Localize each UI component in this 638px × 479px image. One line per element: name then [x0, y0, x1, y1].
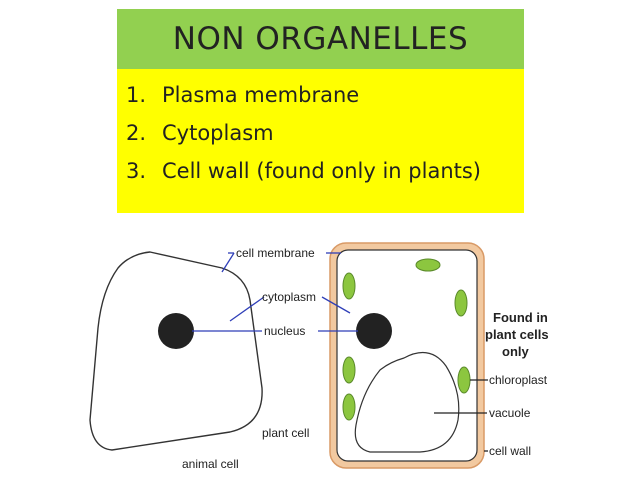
list-text: Cytoplasm [162, 121, 274, 145]
chloroplast [454, 289, 468, 317]
label-found-in-line3: only [502, 344, 529, 359]
label-found-in-line2: plant cells [485, 327, 549, 342]
chloroplast [415, 258, 441, 272]
animal-cell-outline [89, 251, 263, 451]
chloroplast [342, 272, 356, 300]
label-cytoplasm: cytoplasm [262, 290, 316, 304]
chloroplast [342, 393, 356, 421]
list-item: 1. Plasma membrane [126, 83, 359, 107]
list-text: Plasma membrane [162, 83, 360, 107]
label-nucleus: nucleus [264, 324, 305, 338]
plant-nucleus [356, 313, 392, 349]
label-animal-cell: animal cell [182, 457, 239, 471]
page-title: NON ORGANELLES [172, 21, 469, 57]
label-cell-wall: cell wall [489, 444, 531, 458]
list-number: 1. [126, 83, 147, 107]
list-item: 2. Cytoplasm [126, 121, 274, 145]
animal-nucleus [158, 313, 194, 349]
list-number: 2. [126, 121, 147, 145]
label-chloroplast: chloroplast [489, 373, 548, 387]
title-banner: NON ORGANELLES [117, 9, 524, 69]
pointer-line [221, 252, 235, 273]
pointer-line [229, 296, 265, 322]
list-number: 3. [126, 159, 147, 183]
label-found-in-line1: Found in [493, 310, 548, 325]
label-plant-cell: plant cell [262, 426, 309, 440]
label-cell-membrane: cell membrane [236, 246, 315, 260]
pointer-line [321, 296, 351, 314]
list-item: 3. Cell wall (found only in plants) [126, 159, 481, 183]
vacuole [354, 351, 460, 453]
non-organelles-list: 1. Plasma membrane 2. Cytoplasm 3. Cell wal… [117, 69, 524, 213]
chloroplast [342, 356, 356, 384]
list-text: Cell wall (found only in plants) [162, 159, 481, 183]
chloroplast [457, 366, 471, 394]
label-vacuole: vacuole [489, 406, 531, 420]
